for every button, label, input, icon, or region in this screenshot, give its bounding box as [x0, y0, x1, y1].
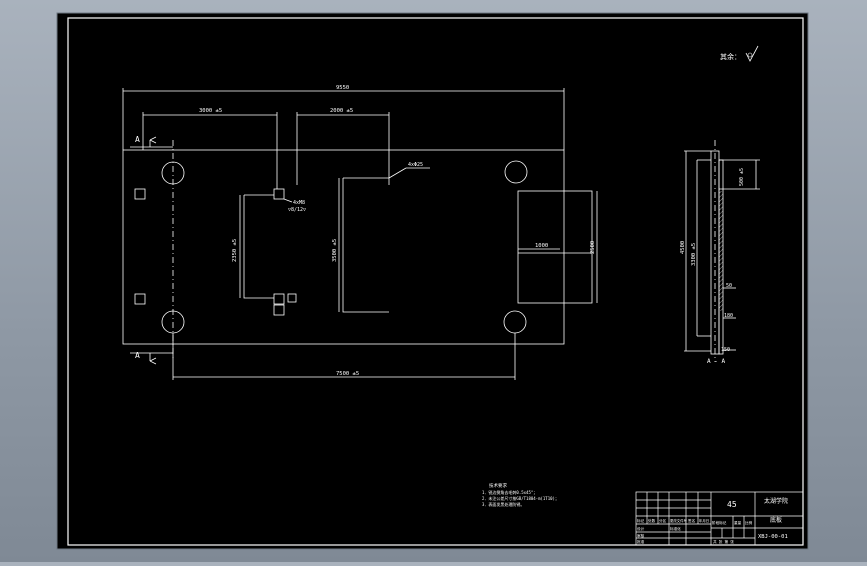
- title-row-count: 处数: [648, 518, 656, 523]
- small-square: [273, 188, 285, 200]
- small-square: [287, 293, 297, 303]
- right-tab: [517, 190, 593, 304]
- drawing-sheet: [56, 12, 809, 550]
- title-scale: 比例: [745, 520, 753, 525]
- title-drawing-number: XBJ-00-01: [758, 534, 788, 540]
- title-row-date: 年月日: [699, 518, 709, 523]
- dim-side-total: 4500: [680, 241, 686, 254]
- title-weight: 重量: [734, 520, 742, 525]
- dim-left-slot-height: 2350 ±5: [232, 239, 238, 262]
- title-row-change: 更改文件号: [670, 518, 688, 523]
- notes-heading: 技术要求: [489, 482, 507, 489]
- hole: [504, 160, 528, 184]
- dim-side-top: 500 ±5: [739, 168, 745, 186]
- dim-left-offset: 3000 ±5: [199, 108, 222, 114]
- title-part-name: 底板: [770, 516, 782, 524]
- thread-depth-callout: ▽8/12▽: [288, 207, 306, 213]
- small-square: [134, 188, 146, 200]
- section-marker-top: A: [135, 135, 140, 144]
- title-approve: 批准: [637, 539, 645, 544]
- dim-overall-width: 9550: [336, 85, 349, 91]
- note-line-3: 3．表面发黑处理防锈。: [482, 501, 524, 507]
- main-view: [122, 88, 598, 380]
- section-cut: [130, 136, 174, 365]
- dim-slot-offset: 2000 ±5: [330, 108, 353, 114]
- dim-side-inner: 3300 ±5: [691, 243, 697, 266]
- title-review: 审核: [637, 533, 645, 538]
- title-sheet: 共 张 第 张: [713, 539, 734, 544]
- title-row-mark: 标记: [637, 518, 645, 523]
- title-block: [635, 491, 804, 546]
- roughness-symbol-icon: [745, 45, 759, 62]
- dim-right-slot-height: 3500 ±5: [332, 239, 338, 262]
- title-school: 太湖学院: [764, 497, 788, 505]
- note-line-2: 2．未注公差尺寸按GB/T1804-m(1T10)；: [482, 495, 559, 501]
- title-design: 设计: [637, 526, 645, 531]
- plate-outline: [122, 149, 565, 345]
- dim-tab-width: 1000: [535, 243, 548, 249]
- dim-side-mid: 50: [726, 283, 732, 289]
- dim-side-lower: 180: [724, 313, 733, 319]
- roughness-label: 其余：: [720, 52, 741, 61]
- small-square: [273, 293, 285, 305]
- section-marker-bottom: A: [135, 351, 140, 360]
- title-row-sign: 签名: [688, 518, 696, 523]
- title-standard: 标准化: [670, 526, 681, 531]
- title-stage: 阶段标记: [712, 520, 727, 525]
- drawing-frame: [67, 17, 804, 546]
- section-hatch: [719, 191, 723, 311]
- section-view-label: A - A: [707, 358, 725, 365]
- dim-hole-spacing: 7500 ±5: [336, 371, 359, 377]
- title-material: 45: [727, 500, 737, 509]
- hole-callout: 4xΦ25: [408, 162, 423, 168]
- roughness-circle-icon: [747, 52, 753, 58]
- dim-tab-height: 2500: [590, 241, 596, 254]
- title-row-zone: 分区: [659, 518, 667, 523]
- small-square: [134, 293, 146, 305]
- dim-side-bottom: 150: [721, 347, 730, 353]
- small-square: [273, 304, 285, 316]
- thread-callout: 4xM8: [293, 200, 305, 206]
- note-line-1: 1．锐边倒角去毛刺0.5x45°；: [482, 489, 537, 495]
